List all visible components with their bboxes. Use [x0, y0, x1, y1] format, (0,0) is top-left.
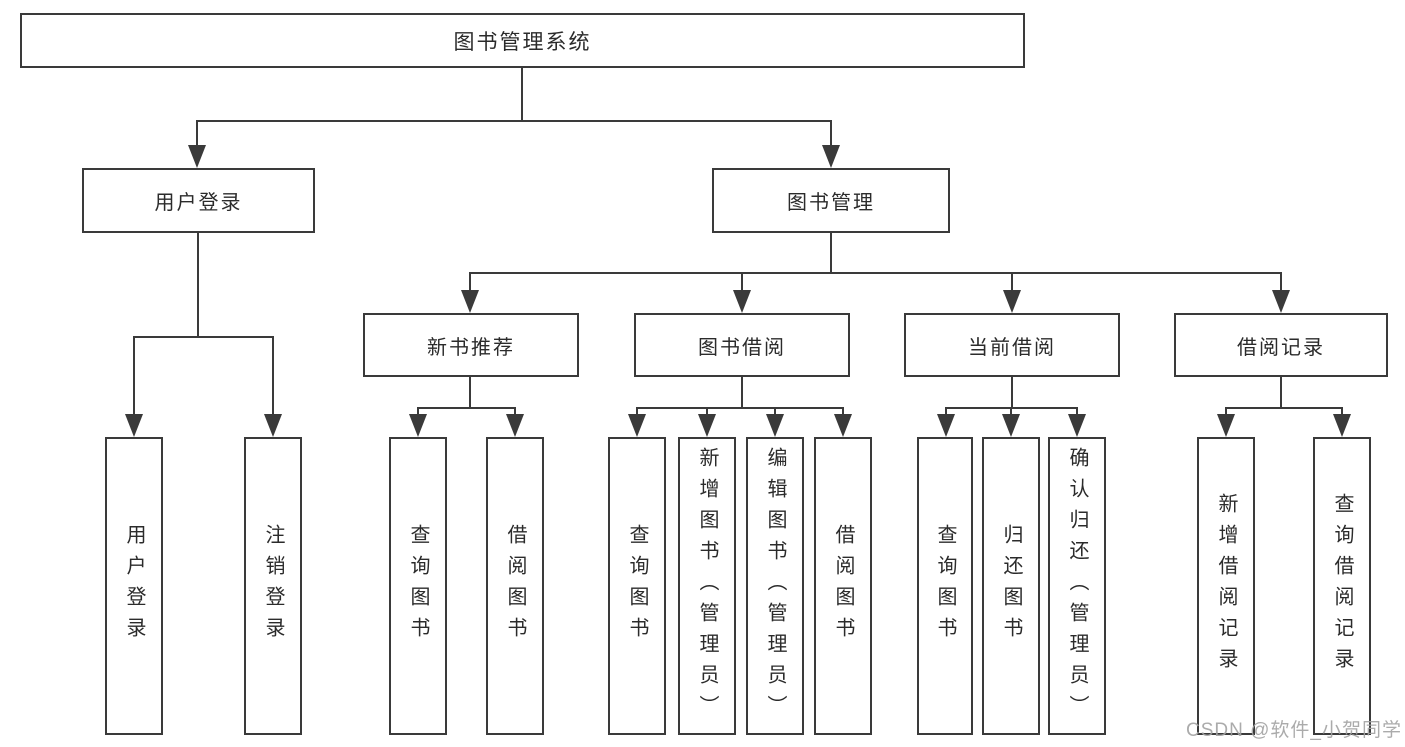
leaf-add-borrow-record: 新增借阅记录 [1197, 437, 1255, 735]
node-borrow-records: 借阅记录 [1174, 313, 1388, 377]
connector-user-login-stem [197, 233, 199, 336]
connector-root-stem [521, 68, 523, 121]
connector-drop-leaf [945, 407, 947, 417]
node-new-book-recommend-label: 新书推荐 [427, 336, 515, 359]
arrow-down-icon [822, 145, 840, 168]
leaf-query-books-recommend: 查询图书 [389, 437, 447, 735]
arrow-down-icon [264, 414, 282, 437]
arrow-down-icon [188, 145, 206, 168]
node-current-borrow-label: 当前借阅 [968, 336, 1056, 359]
connector-drop-book-management [830, 120, 832, 148]
leaf-label: 查询借阅记录 [1331, 493, 1353, 679]
connector-drop-leaf [636, 407, 638, 417]
arrow-down-icon [766, 414, 784, 437]
connector-drop-leaf [706, 407, 708, 417]
leaf-label: 归还图书 [1000, 524, 1022, 648]
leaf-label: 查询图书 [407, 524, 429, 648]
arrow-down-icon [461, 290, 479, 313]
arrow-down-icon [125, 414, 143, 437]
arrow-down-icon [506, 414, 524, 437]
connector-book-management-branch [469, 272, 1282, 274]
arrow-down-icon [1002, 414, 1020, 437]
node-book-management: 图书管理 [712, 168, 950, 233]
connector-drop-leaf [417, 407, 419, 417]
arrow-down-icon [1003, 290, 1021, 313]
node-book-borrow-label: 图书借阅 [698, 336, 786, 359]
leaf-query-books-borrow: 查询图书 [608, 437, 666, 735]
node-book-management-label: 图书管理 [787, 192, 875, 214]
connector-drop-leaf [842, 407, 844, 417]
connector-drop-leaf [272, 336, 274, 416]
node-library-management-system: 图书管理系统 [20, 13, 1025, 68]
connector-drop-book-borrow [741, 272, 743, 292]
leaf-borrow-books-recommend: 借阅图书 [486, 437, 544, 735]
leaf-label: 查询图书 [626, 524, 648, 648]
node-new-book-recommend: 新书推荐 [363, 313, 579, 377]
node-current-borrow: 当前借阅 [904, 313, 1120, 377]
connector-drop-leaf [774, 407, 776, 417]
leaf-label: 用户登录 [123, 524, 145, 648]
connector-drop-leaf [514, 407, 516, 417]
connector-root-branch [196, 120, 832, 122]
leaf-label: 新增借阅记录 [1215, 493, 1237, 679]
arrow-down-icon [628, 414, 646, 437]
connector-stem [741, 377, 743, 407]
leaf-label: 注销登录 [262, 524, 284, 648]
node-user-login: 用户登录 [82, 168, 315, 233]
connector-branch [1225, 407, 1342, 409]
arrow-down-icon [733, 290, 751, 313]
arrow-down-icon [1272, 290, 1290, 313]
leaf-user-login: 用户登录 [105, 437, 163, 735]
arrow-down-icon [1333, 414, 1351, 437]
node-borrow-records-label: 借阅记录 [1237, 336, 1325, 359]
connector-drop-borrow-records [1280, 272, 1282, 292]
leaf-query-books-current: 查询图书 [917, 437, 973, 735]
connector-drop-leaf [1076, 407, 1078, 417]
connector-drop-leaf [1341, 407, 1343, 417]
arrow-down-icon [1068, 414, 1086, 437]
arrow-down-icon [1217, 414, 1235, 437]
connector-stem [1280, 377, 1282, 407]
node-book-borrow: 图书借阅 [634, 313, 850, 377]
connector-book-management-stem [830, 233, 832, 274]
connector-drop-new-book [469, 272, 471, 292]
connector-drop-current-borrow [1011, 272, 1013, 292]
csdn-watermark: CSDN @软件_小贺同学 [1186, 720, 1402, 741]
arrow-down-icon [834, 414, 852, 437]
arrow-down-icon [698, 414, 716, 437]
leaf-label: 查询图书 [934, 524, 956, 648]
leaf-label: 新增图书（管理员） [696, 446, 718, 726]
connector-stem [1011, 377, 1013, 407]
connector-user-login-branch [133, 336, 274, 338]
leaf-query-borrow-record: 查询借阅记录 [1313, 437, 1371, 735]
connector-stem [469, 377, 471, 407]
connector-drop-leaf [133, 336, 135, 416]
connector-branch [417, 407, 516, 409]
leaf-borrow-books: 借阅图书 [814, 437, 872, 735]
node-library-management-system-label: 图书管理系统 [453, 30, 592, 54]
connector-branch [636, 407, 844, 409]
leaf-logout: 注销登录 [244, 437, 302, 735]
connector-drop-leaf [1010, 407, 1012, 417]
arrow-down-icon [409, 414, 427, 437]
connector-drop-user-login [196, 120, 198, 148]
connector-drop-leaf [1225, 407, 1227, 417]
leaf-label: 借阅图书 [832, 524, 854, 648]
node-user-login-label: 用户登录 [154, 192, 243, 214]
leaf-confirm-return-admin: 确认归还（管理员） [1048, 437, 1106, 735]
leaf-return-books: 归还图书 [982, 437, 1040, 735]
leaf-edit-books-admin: 编辑图书（管理员） [746, 437, 804, 735]
leaf-label: 编辑图书（管理员） [764, 446, 786, 726]
arrow-down-icon [937, 414, 955, 437]
leaf-label: 确认归还（管理员） [1066, 446, 1088, 726]
leaf-label: 借阅图书 [504, 524, 526, 648]
leaf-add-books-admin: 新增图书（管理员） [678, 437, 736, 735]
